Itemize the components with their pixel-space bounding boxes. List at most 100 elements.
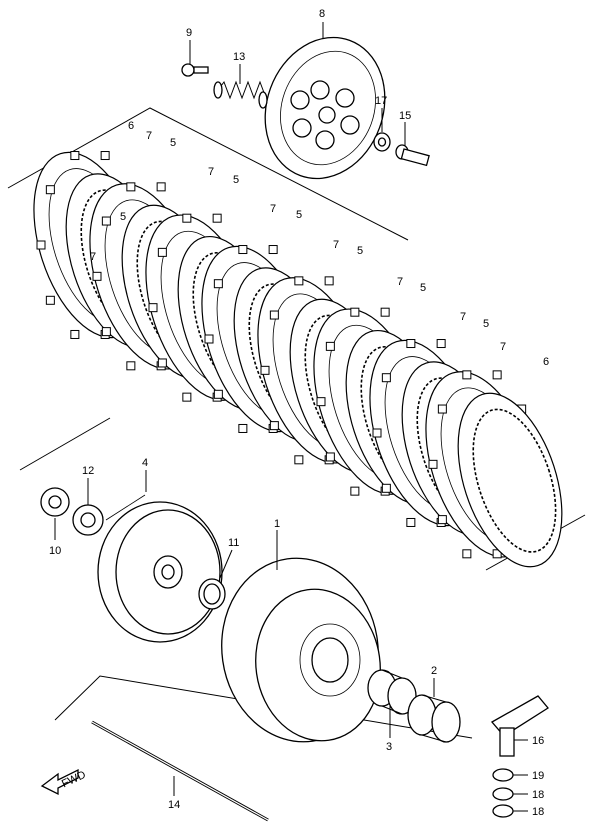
bolt — [181, 63, 209, 77]
plate-tab — [45, 185, 55, 195]
plate-tab — [324, 276, 334, 286]
plate-tab — [462, 370, 472, 380]
plate-tab — [157, 247, 167, 257]
plate-tab — [350, 486, 360, 496]
oil-seal-upper — [492, 787, 514, 801]
plate-tab — [381, 483, 391, 493]
plate-tab — [213, 389, 223, 399]
plate-tab — [101, 327, 111, 337]
plate-tab — [268, 245, 278, 255]
label-part-10: 10 — [49, 545, 61, 557]
label-part-12: 12 — [82, 465, 94, 477]
steel-plate — [457, 392, 563, 568]
plate-tab — [182, 213, 192, 223]
plate-tab — [182, 392, 192, 402]
plate-tab — [45, 295, 55, 305]
plate-tab — [92, 271, 102, 281]
label-part-8: 8 — [319, 8, 325, 20]
release-arm — [490, 695, 549, 757]
label-part-9: 9 — [186, 27, 192, 39]
label-part-3: 3 — [386, 741, 392, 753]
plate-tab — [462, 549, 472, 559]
plate-tab — [269, 310, 279, 320]
label-part-5: 5 — [296, 209, 302, 221]
label-part-5: 5 — [420, 282, 426, 294]
oil-seal-lower — [492, 804, 514, 818]
forward-label: FWD — [60, 769, 88, 790]
clutch-spring — [213, 80, 268, 109]
label-part-7: 7 — [146, 130, 152, 142]
plate-tab — [269, 421, 279, 431]
plate-tab — [148, 303, 158, 313]
plate-tab — [381, 373, 391, 383]
label-part-14: 14 — [168, 799, 180, 811]
label-part-5: 5 — [483, 318, 489, 330]
oil-seal — [492, 768, 514, 782]
label-part-6-bottom: 6 — [543, 356, 549, 368]
plate-tab — [100, 151, 110, 161]
plate-tab — [492, 370, 502, 380]
plate-tab — [156, 182, 166, 192]
plate-tab — [380, 307, 390, 317]
plate-tab — [294, 455, 304, 465]
plate-tab — [437, 515, 447, 525]
label-part-2: 2 — [431, 665, 437, 677]
clutch-plate-stack — [33, 151, 563, 568]
washer — [373, 132, 391, 152]
plate-tab — [157, 358, 167, 368]
label-part-19: 19 — [532, 770, 544, 782]
needle-bearing — [367, 669, 417, 715]
label-part-7: 7 — [333, 239, 339, 251]
plate-tab — [70, 329, 80, 339]
plate-tab — [126, 182, 136, 192]
label-part-7: 7 — [397, 276, 403, 288]
plate-tab — [70, 151, 80, 161]
label-part-6-top: 6 — [128, 120, 134, 132]
plate-tab — [406, 339, 416, 349]
plate-tab — [101, 216, 111, 226]
plate-tab — [126, 361, 136, 371]
plate-tab — [213, 279, 223, 289]
label-part-7: 7 — [460, 311, 466, 323]
plate-tab — [238, 245, 248, 255]
label-part-1: 1 — [274, 518, 280, 530]
plate-tab — [437, 404, 447, 414]
label-part-18-upper: 18 — [532, 789, 544, 801]
clutch-housing — [221, 557, 381, 743]
leader-lines — [54, 22, 528, 812]
plate-tab — [325, 452, 335, 462]
plate-tab — [406, 517, 416, 527]
plate-tab — [36, 240, 46, 250]
push-piece — [395, 144, 430, 167]
plate-tab — [428, 459, 438, 469]
label-part-7: 7 — [500, 341, 506, 353]
label-part-11: 11 — [228, 537, 239, 549]
label-part-5: 5 — [170, 137, 176, 149]
clutch-sleeve-hub — [97, 494, 223, 643]
thrust-washer — [198, 578, 226, 610]
label-part-5: 5 — [357, 245, 363, 257]
forward-arrow-icon: FWD — [40, 769, 88, 796]
label-part-13: 13 — [233, 51, 245, 63]
label-part-5: 5 — [233, 174, 239, 186]
label-part-16: 16 — [532, 735, 544, 747]
spacer — [407, 694, 461, 743]
plate-tab — [350, 307, 360, 317]
plate-tab — [316, 397, 326, 407]
pressure-plate — [264, 36, 386, 180]
label-part-5: 5 — [120, 211, 126, 223]
plate-tab — [294, 276, 304, 286]
lock-washer — [72, 504, 104, 536]
nut — [40, 487, 70, 517]
plate-tab — [372, 428, 382, 438]
part-labels: 8 9 13 17 15 6 6 4 12 10 11 1 2 3 16 19 … — [49, 8, 549, 818]
plate-tab — [204, 334, 214, 344]
label-part-7: 7 — [208, 166, 214, 178]
label-part-7: 7 — [90, 251, 96, 263]
label-part-18-lower: 18 — [532, 806, 544, 818]
plate-tab — [238, 423, 248, 433]
label-part-4: 4 — [142, 457, 148, 469]
push-rod — [91, 720, 269, 822]
